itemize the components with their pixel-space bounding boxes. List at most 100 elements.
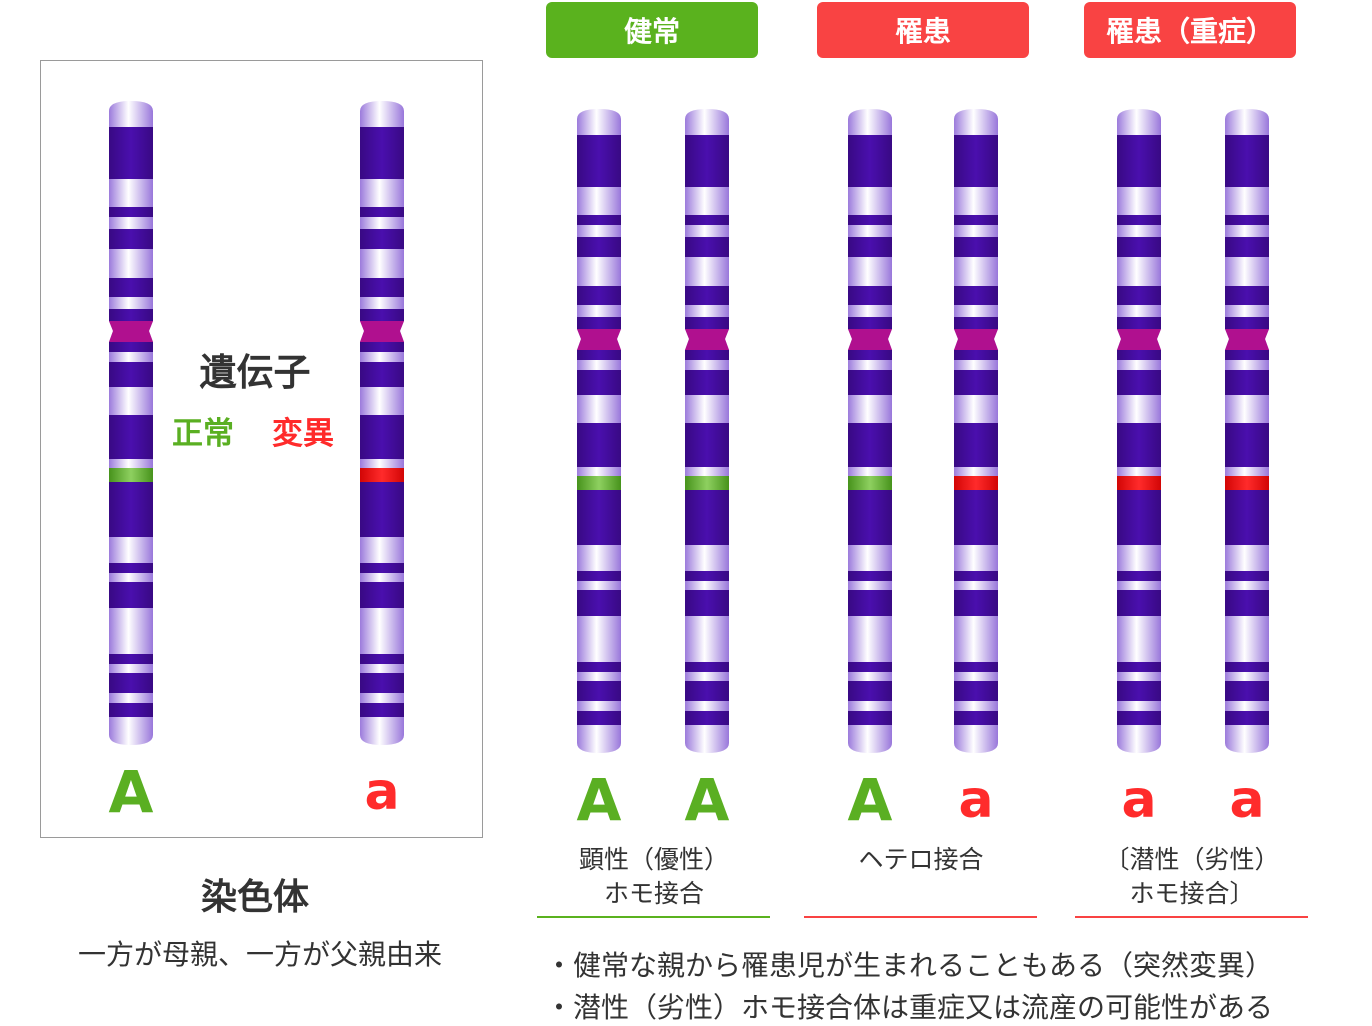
- chromosome-band: [577, 711, 621, 725]
- chromosome-band: [109, 229, 153, 249]
- group-underline: [537, 916, 770, 918]
- chromosome-band: [109, 362, 153, 387]
- chromosome-band: [848, 370, 892, 395]
- chromosome-band: [577, 571, 621, 581]
- chromosome-g3-1: [1117, 109, 1161, 753]
- chromosome-band: [1117, 215, 1161, 225]
- chromosome-band: [1117, 237, 1161, 257]
- centromere: [577, 329, 621, 350]
- chromosome-band: [360, 582, 404, 608]
- chromosome-band: [1225, 489, 1269, 545]
- chromosome-band: [1117, 350, 1161, 360]
- legend-mutant-label: 変異: [272, 416, 334, 452]
- chromosome-left-maternal: [109, 101, 153, 745]
- chromosome-band: [1117, 286, 1161, 305]
- allele-label: A: [108, 758, 154, 826]
- chromosome-band: [848, 215, 892, 225]
- gene-locus-normal: [685, 476, 729, 490]
- chromosome-band: [360, 362, 404, 387]
- chromosome-band: [577, 681, 621, 701]
- centromere: [109, 321, 153, 342]
- chromosome-band: [109, 654, 153, 664]
- centromere: [954, 329, 998, 350]
- chromosome-g2-2: [954, 109, 998, 753]
- chromosome-band: [577, 489, 621, 545]
- chromosome-g2-1: [848, 109, 892, 753]
- chromosome-band: [685, 317, 729, 329]
- chromosome-band: [577, 215, 621, 225]
- allele-label: a: [364, 762, 400, 822]
- chromosome-band: [685, 590, 729, 616]
- chromosome-band: [954, 317, 998, 329]
- genotype-caption: 〔潜性（劣性） ホモ接合〕: [1104, 845, 1280, 908]
- chromosome-band: [360, 415, 404, 459]
- gene-locus-mutant: [1117, 476, 1161, 490]
- genotype-caption: 顕性（優性） ホモ接合: [578, 845, 729, 908]
- chromosome-band: [848, 286, 892, 305]
- chromosome-band: [1225, 370, 1269, 395]
- gene-locus-mutant: [360, 468, 404, 482]
- centromere: [1225, 329, 1269, 350]
- chromosome-band: [577, 286, 621, 305]
- chromosome-band: [1225, 681, 1269, 701]
- chromosome-band: [848, 135, 892, 187]
- centromere: [848, 329, 892, 350]
- chromosome-g3-2: [1225, 109, 1269, 753]
- chromosome-band: [1225, 237, 1269, 257]
- gene-locus-mutant: [954, 476, 998, 490]
- chromosome-band: [577, 662, 621, 672]
- chromosome-band: [1225, 286, 1269, 305]
- chromosome-band: [1117, 590, 1161, 616]
- chromosome-band: [954, 135, 998, 187]
- gene-locus-normal: [577, 476, 621, 490]
- chromosome-band: [1117, 317, 1161, 329]
- group-underline: [1075, 916, 1308, 918]
- caption-title: 染色体: [200, 877, 309, 918]
- chromosome-band: [1117, 135, 1161, 187]
- chromosome-band: [848, 237, 892, 257]
- chromosome-g1-2: [685, 109, 729, 753]
- chromosome-band: [577, 350, 621, 360]
- chromosome-band: [685, 423, 729, 467]
- gene-locus-mutant: [1225, 476, 1269, 490]
- legend-title: 遺伝子: [199, 351, 311, 394]
- chromosome-band: [1117, 681, 1161, 701]
- chromosome-band: [954, 662, 998, 672]
- chromosome-band: [109, 278, 153, 297]
- chromosome-band: [848, 489, 892, 545]
- legend-normal-label: 正常: [172, 416, 234, 452]
- chromosome-band: [360, 481, 404, 537]
- chromosome-band: [577, 317, 621, 329]
- chromosome-band: [685, 286, 729, 305]
- chromosome-band: [848, 662, 892, 672]
- chromosome-band: [360, 342, 404, 352]
- chromosome-band: [848, 711, 892, 725]
- chromosome-band: [848, 590, 892, 616]
- chromosome-band: [848, 350, 892, 360]
- chromosome-band: [360, 207, 404, 217]
- chromosome-band: [954, 286, 998, 305]
- chromosome-band: [954, 489, 998, 545]
- chromosome-pair-frame: [40, 60, 483, 838]
- chromosome-band: [109, 481, 153, 537]
- chromosome-band: [360, 278, 404, 297]
- chromosome-band: [360, 703, 404, 717]
- group-underline: [804, 916, 1037, 918]
- chromosome-band: [1117, 423, 1161, 467]
- centromere: [685, 329, 729, 350]
- centromere: [360, 321, 404, 342]
- chromosome-band: [954, 711, 998, 725]
- chromosome-band: [1117, 370, 1161, 395]
- chromosome-band: [685, 571, 729, 581]
- chromosome-band: [1117, 662, 1161, 672]
- chromosome-band: [954, 423, 998, 467]
- allele-label: A: [576, 766, 622, 834]
- chromosome-band: [954, 571, 998, 581]
- chromosome-band: [954, 237, 998, 257]
- allele-label: a: [1121, 770, 1157, 830]
- chromosome-band: [1225, 350, 1269, 360]
- chromosome-band: [577, 590, 621, 616]
- chromosome-band: [685, 215, 729, 225]
- chromosome-band: [109, 582, 153, 608]
- note-line-2: ・潜性（劣性）ホモ接合体は重症又は流産の可能性がある: [545, 991, 1274, 1024]
